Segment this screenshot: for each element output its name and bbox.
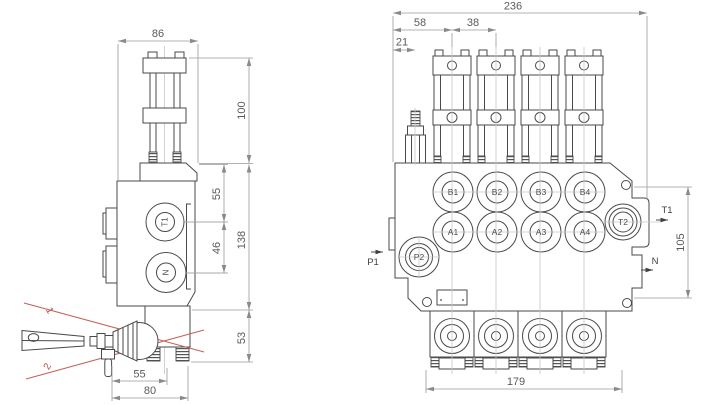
mount-foot [175, 346, 190, 362]
lever-pin-nut [101, 349, 115, 360]
port-label-b3: B3 [536, 187, 547, 197]
mount-hole [621, 180, 631, 190]
right-view-front: B1 B2 B3 B4 A1 A2 A3 A4 T2 P2 P1 T1 N 23… [367, 1, 692, 393]
spool-assemblies-bottom [429, 310, 607, 370]
centerlines [399, 47, 661, 374]
port-label-a3: A3 [536, 227, 547, 237]
dim-179: 179 [507, 376, 525, 388]
mount-hole [422, 297, 432, 307]
relief-valve [405, 110, 426, 164]
lever-section: 1 2 [21, 302, 205, 380]
body-inner-edge [186, 203, 191, 290]
port-label-a4: A4 [580, 227, 591, 237]
flow-label-n: N [652, 256, 659, 267]
spool-assemblies-top [432, 49, 604, 166]
tie-rod-foot [172, 151, 182, 163]
dim-100: 100 [236, 101, 248, 119]
flow-label-t1: T1 [661, 205, 672, 216]
lever-position-label-1: 1 [43, 306, 56, 317]
port-label-b1: B1 [448, 187, 459, 197]
valve-body-side: T1 N [102, 162, 228, 307]
port-t1-inner [155, 212, 175, 232]
dim-55-top: 55 [211, 188, 223, 200]
dim-138: 138 [236, 231, 248, 249]
top-plate [139, 162, 198, 182]
handle-hole [27, 333, 40, 342]
dim-46: 46 [211, 242, 223, 254]
port-label-t2: T2 [618, 217, 628, 227]
dim-236: 236 [504, 1, 522, 13]
dim-80: 80 [144, 385, 156, 397]
lever-position-line-1 [23, 302, 205, 353]
flow-label-p1: P1 [367, 257, 379, 268]
port-label-p2: P2 [414, 252, 425, 262]
left-view-side: T1 N 1 2 [21, 28, 253, 401]
port-label-n-side: N [162, 269, 171, 275]
tie-rod-foot [148, 151, 158, 163]
left-view-dimensions: 86 100 55 46 138 53 55 80 [111, 28, 253, 401]
port-label-a1: A1 [448, 227, 459, 237]
port-label-b4: B4 [580, 187, 591, 197]
dim-53: 53 [236, 332, 248, 344]
port-label-t1-side: T1 [161, 217, 170, 227]
port-labels: B1 B2 B3 B4 A1 A2 A3 A4 T2 P2 [414, 187, 628, 262]
dim-86: 86 [152, 28, 164, 40]
dim-21: 21 [396, 37, 408, 49]
lever-bellows [112, 320, 138, 362]
flow-arrows: P1 T1 N [367, 205, 673, 273]
port-label-b2: B2 [492, 187, 503, 197]
lever-pin [104, 358, 113, 377]
spool-cap-side [142, 51, 187, 163]
dim-38: 38 [467, 17, 479, 29]
dim-55-bottom: 55 [133, 369, 145, 381]
lever-position-label-2: 2 [42, 361, 55, 372]
right-view-dimensions: 236 58 38 21 105 179 [392, 1, 692, 393]
mount-hole [622, 298, 632, 308]
dim-105: 105 [675, 233, 687, 251]
dim-58: 58 [414, 17, 426, 29]
port-label-a2: A2 [492, 227, 503, 237]
port-n-inner [156, 262, 176, 283]
